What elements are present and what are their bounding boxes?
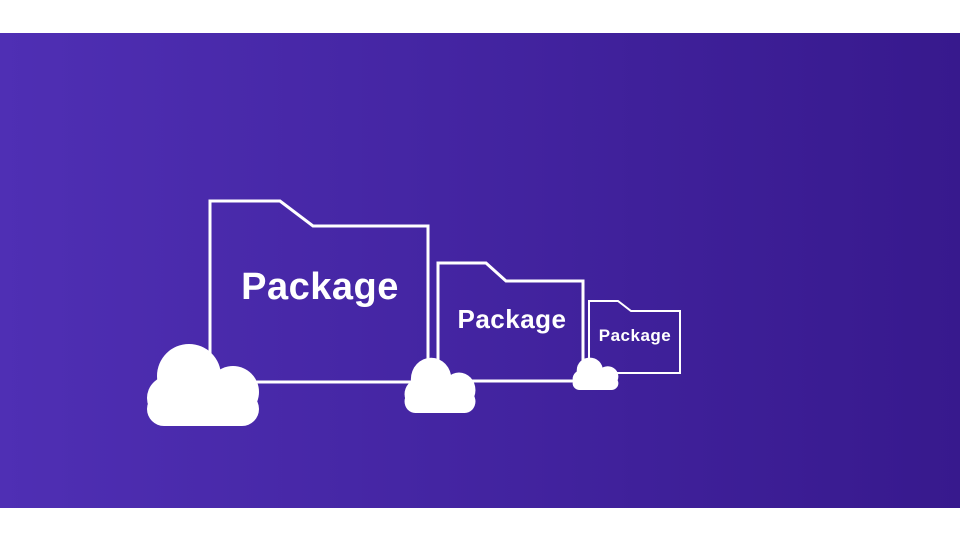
cloud-small-base xyxy=(572,376,619,390)
cloud-icon-small xyxy=(572,357,619,390)
folder-outline-small-svg xyxy=(588,300,681,374)
folder-shape-small: Package xyxy=(587,299,683,375)
folder-label-large: Package xyxy=(241,266,399,308)
cloud-large-base xyxy=(147,392,259,426)
cloud-icon-medium xyxy=(404,357,476,413)
cloud-medium-base xyxy=(404,390,476,413)
folder-shape-medium: Package xyxy=(436,261,588,385)
folder-label-small: Package xyxy=(598,326,672,345)
folder-label-medium: Package xyxy=(457,304,567,334)
folder-outline-small xyxy=(588,300,681,374)
slide-canvas: Package Package Package xyxy=(0,33,960,508)
cloud-icon-large xyxy=(147,344,259,426)
